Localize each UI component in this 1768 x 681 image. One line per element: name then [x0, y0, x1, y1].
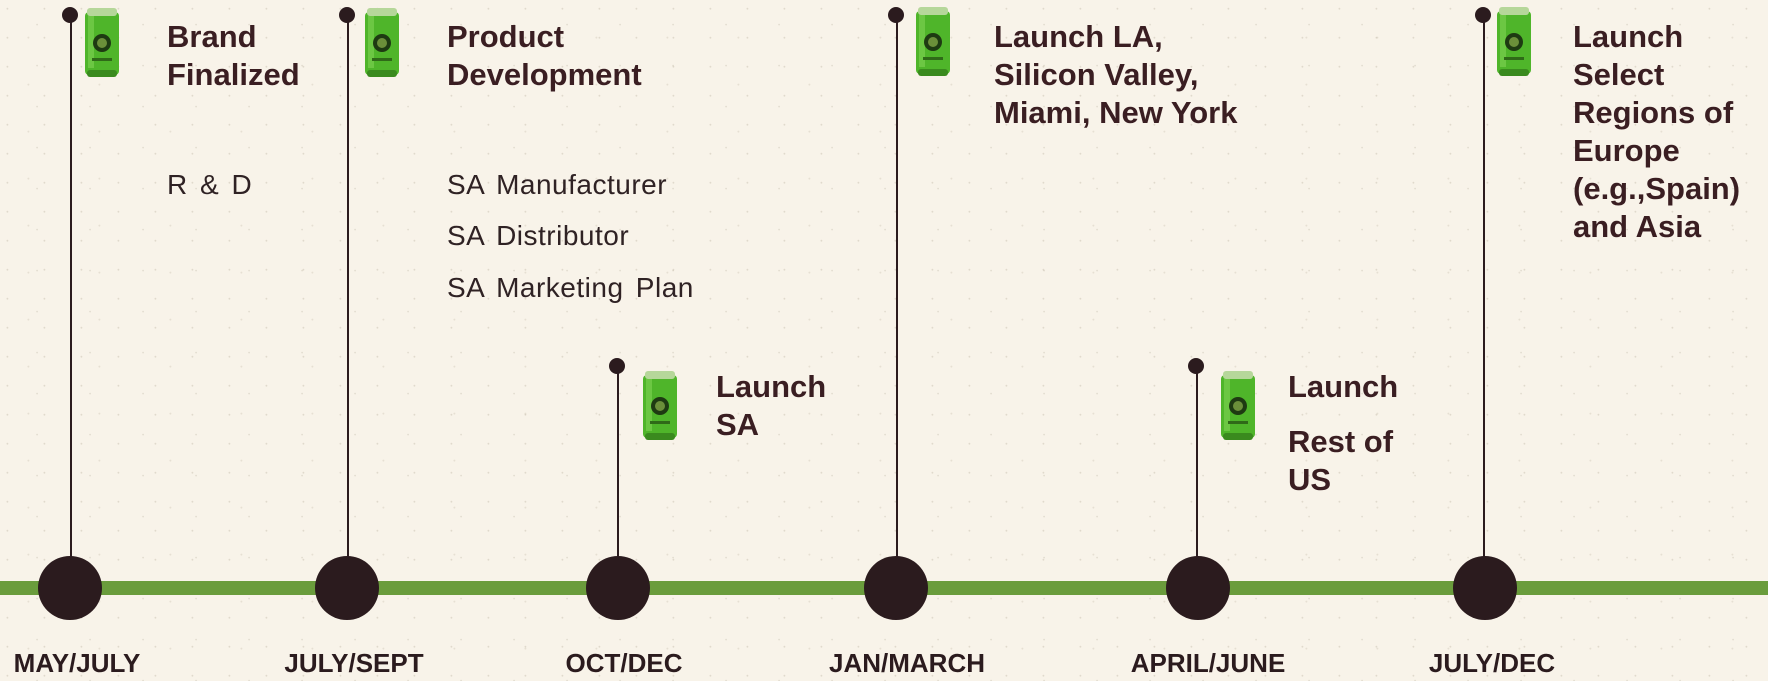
milestone-detail-item: R & D — [167, 169, 253, 200]
milestone-stem-dot — [339, 7, 355, 23]
milestone-stem — [70, 15, 72, 575]
green-can-icon — [83, 6, 121, 80]
milestone-stem-dot — [1475, 7, 1491, 23]
period-label-july-dec: JULY/DEC — [1428, 648, 1556, 678]
milestone-detail-item: SA Marketing Plan — [447, 272, 694, 303]
period-label-july-sept: JULY/SEPT — [284, 648, 424, 678]
milestone-title: Brand Finalized — [167, 19, 300, 92]
milestone-stem — [617, 366, 619, 576]
green-can-icon — [363, 6, 401, 80]
milestone-stem — [1483, 15, 1485, 575]
period-label-jan-march: JAN/MARCH — [829, 648, 985, 678]
period-label-april-june: APRIL/JUNE — [1130, 648, 1286, 678]
milestone-subtitle: Rest of US — [1288, 424, 1394, 497]
milestone-node-april-june[interactable] — [1166, 556, 1230, 620]
green-can-icon — [1219, 369, 1257, 443]
milestone-stem-dot — [888, 7, 904, 23]
milestone-detail-item: SA Distributor — [447, 220, 630, 251]
milestone-node-july-sept[interactable] — [315, 556, 379, 620]
milestone-title: Launch Select Regions of Europe (e.g.,Sp… — [1573, 19, 1741, 244]
milestone-node-july-dec[interactable] — [1453, 556, 1517, 620]
milestone-stem-dot — [1188, 358, 1204, 374]
green-can-icon — [914, 5, 952, 79]
green-can-icon — [1495, 5, 1533, 79]
milestone-node-jan-march[interactable] — [864, 556, 928, 620]
milestone-title: Product Development — [447, 19, 642, 92]
milestone-title: Launch — [1288, 369, 1399, 404]
milestone-stem-dot — [609, 358, 625, 374]
milestone-title: Launch LA, Silicon Valley, Miami, New Yo… — [994, 19, 1238, 130]
period-label-oct-dec: OCT/DEC — [565, 648, 683, 678]
milestone-stem — [896, 15, 898, 575]
green-can-icon — [641, 369, 679, 443]
milestone-stem — [1196, 366, 1198, 576]
milestone-node-oct-dec[interactable] — [586, 556, 650, 620]
milestone-stem-dot — [62, 7, 78, 23]
milestone-stem — [347, 15, 349, 575]
milestone-title: Launch SA — [716, 369, 827, 442]
milestone-detail-item: SA Manufacturer — [447, 169, 668, 200]
period-label-may-july: MAY/JULY — [13, 648, 141, 678]
milestone-node-may-july[interactable] — [38, 556, 102, 620]
